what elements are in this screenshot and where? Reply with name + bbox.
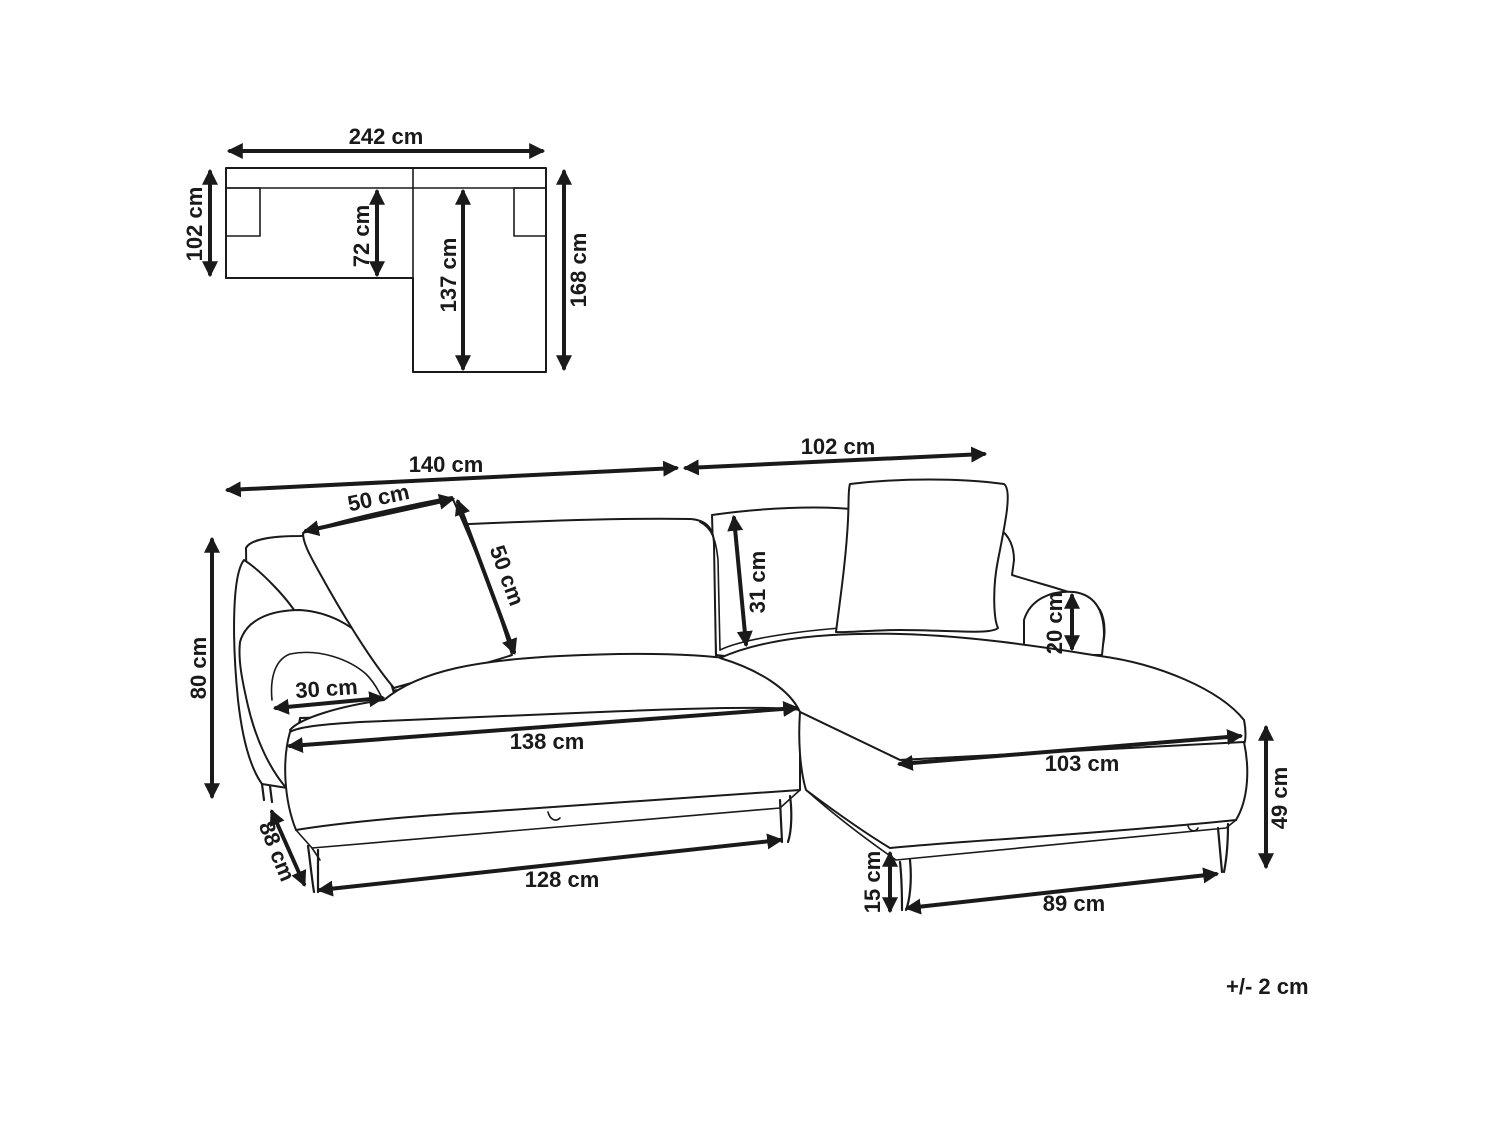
label-49: 49 cm xyxy=(1267,767,1292,829)
dim-line-88 xyxy=(269,809,307,887)
dim-line-chaise-base-89 xyxy=(904,867,1220,915)
label-140: 140 cm xyxy=(409,452,484,477)
chaise-pillow xyxy=(835,478,1009,634)
label-depth-102: 102 cm xyxy=(182,187,207,262)
label-back-31: 31 cm xyxy=(745,551,770,613)
label-88: 88 cm xyxy=(254,818,301,885)
label-chaise-168: 168 cm xyxy=(566,233,591,308)
label-chaise-137: 137 cm xyxy=(436,238,461,313)
label-width-242: 242 cm xyxy=(349,124,424,149)
tolerance-note: +/- 2 cm xyxy=(1226,974,1309,999)
front-view: 140 cm 102 cm 50 cm 50 cm 80 cm 30 cm 13… xyxy=(186,434,1292,916)
dim-line-chaise-103 xyxy=(896,729,1244,771)
dim-line-cushion-w xyxy=(302,493,456,537)
label-armrest-30: 30 cm xyxy=(294,674,358,703)
top-view: 242 cm 102 cm 72 cm 137 cm 168 cm xyxy=(182,124,591,373)
label-base-128: 128 cm xyxy=(525,867,600,892)
label-leg-15: 15 cm xyxy=(860,851,885,913)
label-arm-20: 20 cm xyxy=(1042,592,1067,654)
label-seat-depth-72: 72 cm xyxy=(349,205,374,267)
label-80: 80 cm xyxy=(186,637,211,699)
dim-line-102-front xyxy=(682,446,988,476)
dim-line-back-31 xyxy=(727,514,753,648)
dim-line-seat-138 xyxy=(286,700,800,754)
top-view-outline xyxy=(225,167,547,373)
dim-line-base-128 xyxy=(316,833,784,897)
label-chaise-base-89: 89 cm xyxy=(1043,891,1105,916)
dim-line-140 xyxy=(224,460,680,498)
label-102-front: 102 cm xyxy=(801,434,876,459)
label-chaise-103: 103 cm xyxy=(1045,751,1120,776)
dim-line-cushion-h xyxy=(454,499,518,655)
chaise-seat xyxy=(719,632,1249,849)
label-seat-138: 138 cm xyxy=(510,729,585,754)
